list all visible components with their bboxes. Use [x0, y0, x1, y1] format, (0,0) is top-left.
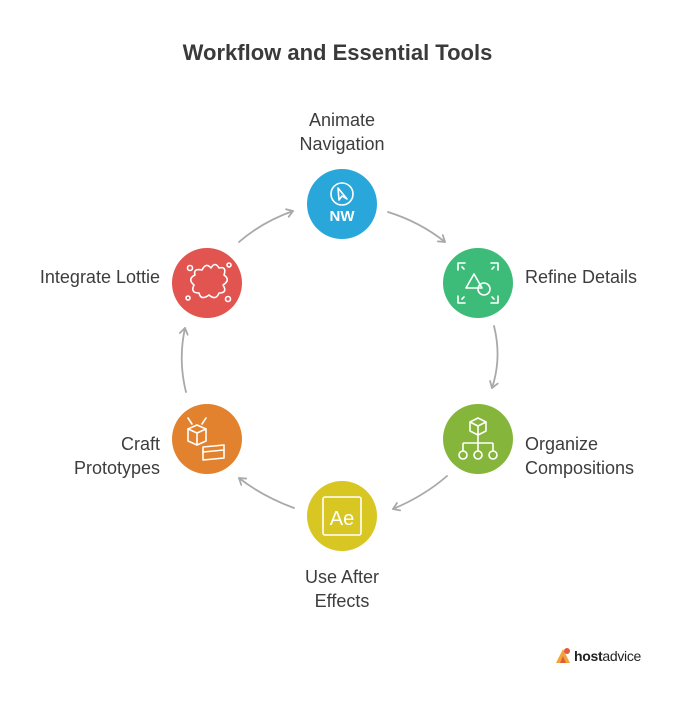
arrow-4 — [238, 477, 295, 509]
arrow-2 — [489, 325, 499, 389]
arrow-5 — [178, 327, 189, 393]
arrow-1 — [387, 211, 446, 243]
hierarchy-icon — [458, 417, 498, 460]
node-craft-prototypes — [172, 404, 242, 474]
prototype-box-icon — [187, 417, 225, 461]
label-refine-details: Refine Details — [525, 267, 638, 287]
node-badge: Ae — [330, 508, 354, 530]
arrow-3 — [392, 475, 448, 512]
after-effects-icon: Ae — [322, 496, 362, 536]
node-use-after-effects: Ae — [307, 481, 377, 551]
node-animate-navigation: NW — [307, 169, 377, 239]
hostadvice-logo: hostadvice — [552, 644, 641, 668]
arrow-6 — [238, 208, 294, 243]
node-refine-details — [443, 248, 513, 318]
hostadvice-logo-text: hostadvice — [574, 648, 642, 664]
label-integrate-lottie: Integrate Lottie — [39, 267, 160, 287]
compass-icon — [330, 182, 354, 206]
hostadvice-logo-icon — [556, 648, 570, 663]
diagram-title: Workflow and Essential Tools — [182, 40, 493, 65]
node-organize-compositions — [443, 404, 513, 474]
splat-icon — [185, 262, 232, 303]
shapes-frame-icon — [457, 262, 499, 304]
node-badge: NW — [330, 208, 356, 225]
node-integrate-lottie — [172, 248, 242, 318]
